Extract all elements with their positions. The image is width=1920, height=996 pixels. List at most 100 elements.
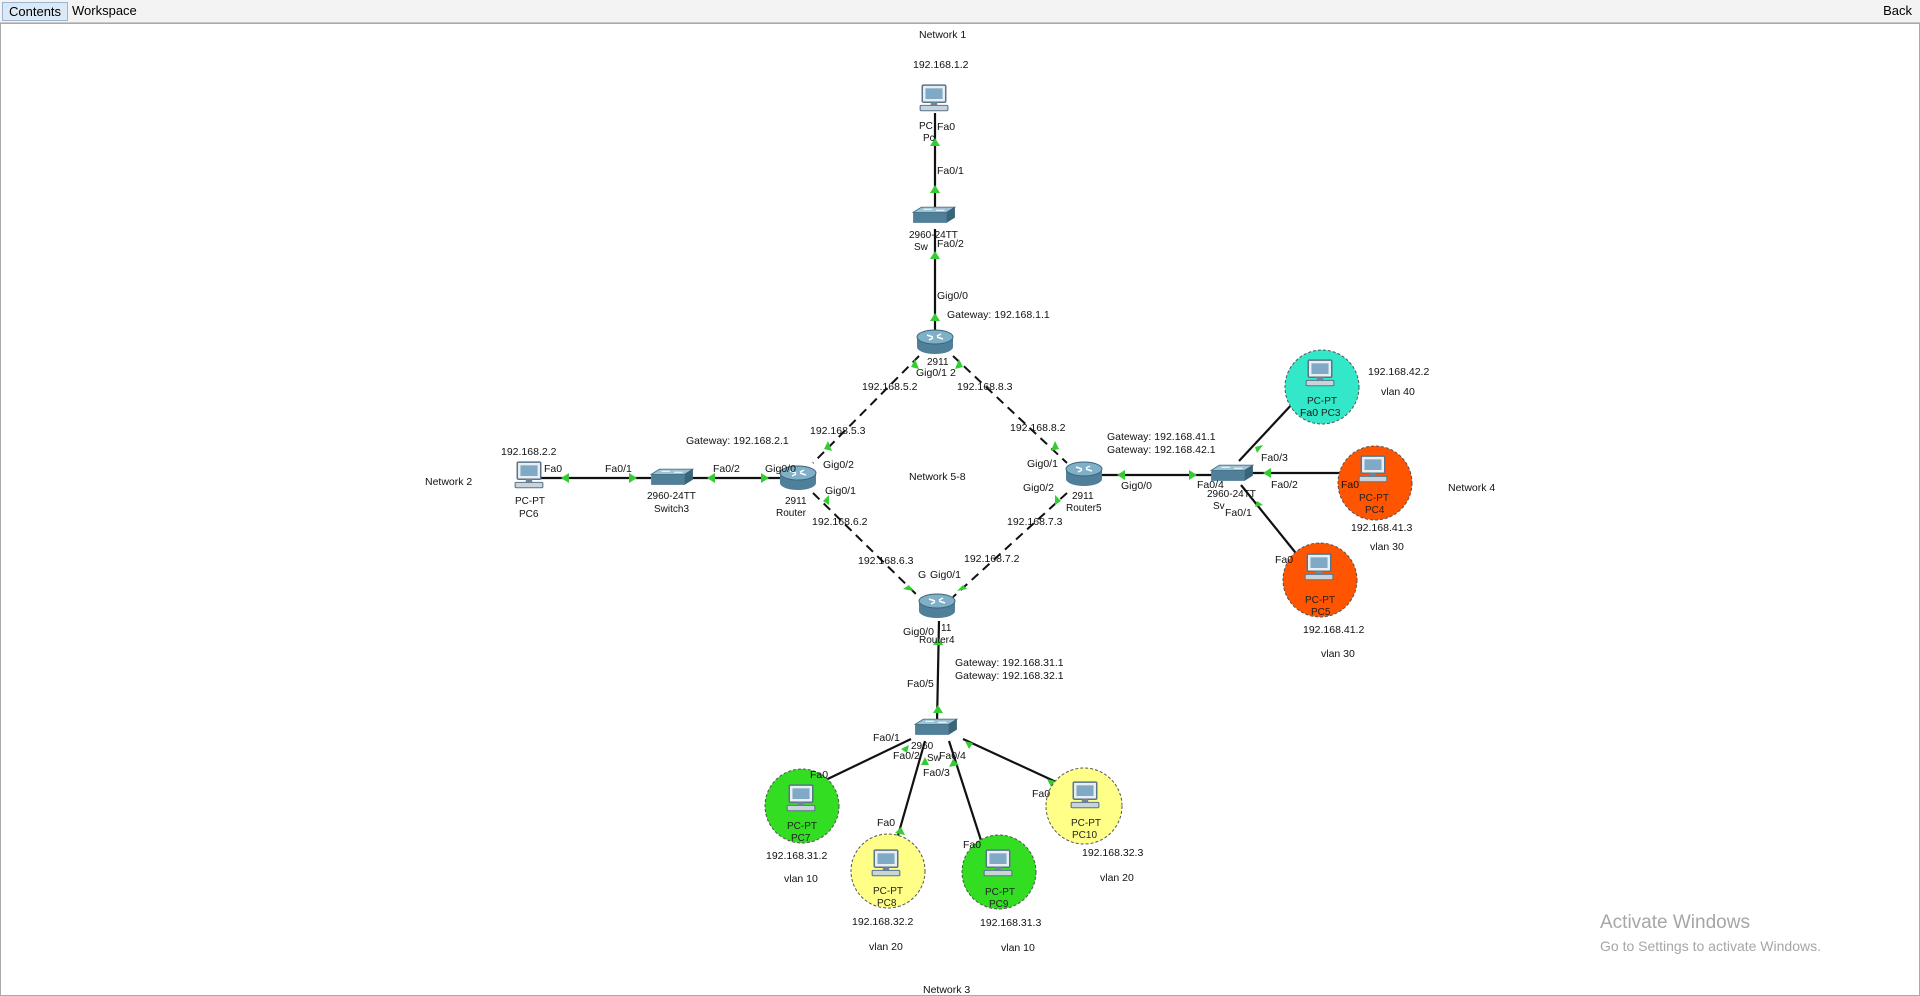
vlan40-circle-pc3 bbox=[1284, 349, 1360, 425]
solid-links bbox=[541, 113, 1351, 860]
pc5-type: PC-PT bbox=[1305, 595, 1335, 606]
port-marker bbox=[901, 745, 909, 753]
port-marker bbox=[930, 313, 940, 321]
router-left-name: Router bbox=[776, 508, 807, 519]
pc3-type: PC-PT bbox=[1307, 396, 1337, 407]
router5-gig02: Gig0/2 bbox=[1023, 482, 1054, 494]
tab-workspace[interactable]: Workspace bbox=[72, 3, 137, 18]
pc4-vlan: vlan 30 bbox=[1370, 541, 1404, 553]
port-marker bbox=[930, 185, 940, 193]
link-ip-6-3: 192.168.6.3 bbox=[858, 555, 914, 567]
router4-gateway1: Gateway: 192.168.31.1 bbox=[955, 657, 1064, 669]
activate-windows-title: Activate Windows bbox=[1600, 912, 1750, 933]
back-button[interactable]: Back bbox=[1883, 3, 1912, 18]
switch-bottom-fa01: Fa0/1 bbox=[873, 732, 900, 744]
router-top-gig01: Gig0/1 bbox=[916, 367, 947, 379]
switch-bottom-icon[interactable] bbox=[914, 718, 958, 736]
pc6-name: PC6 bbox=[519, 509, 539, 520]
pc5-ip: 192.168.41.2 bbox=[1303, 624, 1364, 636]
pc4-icon[interactable] bbox=[1358, 455, 1388, 483]
pc7-icon[interactable] bbox=[786, 784, 816, 812]
pc10-ip: 192.168.32.3 bbox=[1082, 847, 1143, 859]
router-top-icon[interactable] bbox=[916, 329, 954, 355]
link-router-top-router-left bbox=[812, 355, 920, 464]
router4-name: Router4 bbox=[919, 635, 955, 646]
pc8-icon[interactable] bbox=[871, 849, 901, 877]
link-ip-6-2: 192.168.6.2 bbox=[812, 516, 868, 528]
router4-icon[interactable] bbox=[918, 593, 956, 619]
pc7-type: PC-PT bbox=[787, 821, 817, 832]
pc8-name: PC8 bbox=[877, 898, 897, 909]
pc5-name: PC5 bbox=[1311, 607, 1331, 618]
port-marker bbox=[933, 705, 943, 713]
port-marker bbox=[707, 473, 715, 483]
router-top-model: 2911 bbox=[927, 357, 949, 368]
port-marker bbox=[1055, 495, 1061, 505]
switch3-port-left: Fa0/1 bbox=[605, 463, 632, 475]
pc8-vlan: vlan 20 bbox=[869, 941, 903, 953]
pc6-type: PC-PT bbox=[515, 496, 545, 507]
port-marker bbox=[1263, 468, 1271, 478]
pc5-icon[interactable] bbox=[1304, 553, 1334, 581]
link-switch-pc10 bbox=[962, 738, 1068, 788]
switch-bottom-fa04: Fa0/4 bbox=[939, 750, 966, 762]
switch-bottom-fa03: Fa0/3 bbox=[923, 767, 950, 779]
switch-bottom-fa02: Fa0/2 bbox=[893, 750, 920, 762]
link-router-top-router5 bbox=[952, 355, 1068, 464]
switch-top-model: 2960-24TT bbox=[909, 230, 958, 241]
router4-gig01: Gig0/1 bbox=[930, 569, 961, 581]
port-marker bbox=[965, 741, 973, 749]
router5-model: 2911 bbox=[1072, 491, 1094, 502]
switch-bottom-model: 2960 bbox=[911, 741, 934, 752]
pc9-icon[interactable] bbox=[983, 849, 1013, 877]
router5-gateway2: Gateway: 192.168.42.1 bbox=[1107, 444, 1216, 456]
link-router4-switch bbox=[935, 620, 941, 724]
pc4-type: PC-PT bbox=[1359, 493, 1389, 504]
port-marker bbox=[823, 495, 829, 505]
pc9-vlan: vlan 10 bbox=[1001, 942, 1035, 954]
pc9-port: Fa0 bbox=[963, 839, 981, 851]
pc5-port: Fa0 bbox=[1275, 554, 1293, 566]
switch3-port-right: Fa0/2 bbox=[713, 463, 740, 475]
pc3-icon[interactable] bbox=[1305, 359, 1335, 387]
tab-contents[interactable]: Contents bbox=[2, 2, 69, 21]
workspace-canvas[interactable]: Network 1 Network 2 Network 3 Network 4 … bbox=[0, 23, 1920, 996]
switch-bottom-fa05: Fa0/5 bbox=[907, 678, 934, 690]
switch-top-name: Sw bbox=[914, 242, 929, 253]
switch-right-name: Sv bbox=[1213, 501, 1225, 512]
network3-label: Network 3 bbox=[923, 984, 970, 995]
pc4-port: Fa0 bbox=[1341, 479, 1359, 491]
link-router-left-router4 bbox=[812, 492, 920, 598]
port-marker bbox=[933, 637, 943, 645]
pc6-port: Fa0 bbox=[544, 463, 562, 475]
pc7-vlan: vlan 10 bbox=[784, 873, 818, 885]
switch3-icon[interactable] bbox=[650, 468, 694, 486]
activate-windows-subtitle: Go to Settings to activate Windows. bbox=[1600, 938, 1821, 954]
switch-top-icon[interactable] bbox=[912, 206, 956, 224]
port-marker bbox=[761, 473, 769, 483]
router4-gateway2: Gateway: 192.168.32.1 bbox=[955, 670, 1064, 682]
pc8-port: Fa0 bbox=[877, 817, 895, 829]
pc10-vlan: vlan 20 bbox=[1100, 872, 1134, 884]
pc2-icon[interactable] bbox=[919, 84, 949, 112]
pc10-icon[interactable] bbox=[1070, 781, 1100, 809]
router5-icon[interactable] bbox=[1065, 461, 1103, 487]
pc6-icon[interactable] bbox=[514, 461, 544, 489]
switch3-model: 2960-24TT bbox=[647, 491, 696, 502]
pc4-name: PC4 bbox=[1365, 505, 1385, 516]
pc7-port: Fa0 bbox=[810, 769, 828, 781]
router-top-gateway: Gateway: 192.168.1.1 bbox=[947, 309, 1050, 321]
pc9-type: PC-PT bbox=[985, 887, 1015, 898]
network58-label: Network 5-8 bbox=[909, 471, 966, 483]
top-bar: Contents Workspace Back bbox=[0, 0, 1920, 23]
pc8-type: PC-PT bbox=[873, 886, 903, 897]
serial-links bbox=[812, 355, 1068, 598]
network4-label: Network 4 bbox=[1448, 482, 1495, 494]
port-marker bbox=[1117, 470, 1125, 480]
pc10-port: Fa0 bbox=[1032, 788, 1050, 800]
network-topology: Network 1 Network 2 Network 3 Network 4 … bbox=[425, 29, 1495, 995]
port-marker bbox=[1255, 445, 1263, 453]
link-ip-5-2: 192.168.5.2 bbox=[862, 381, 918, 393]
pc7-ip: 192.168.31.2 bbox=[766, 850, 827, 862]
port-marker bbox=[895, 827, 905, 835]
